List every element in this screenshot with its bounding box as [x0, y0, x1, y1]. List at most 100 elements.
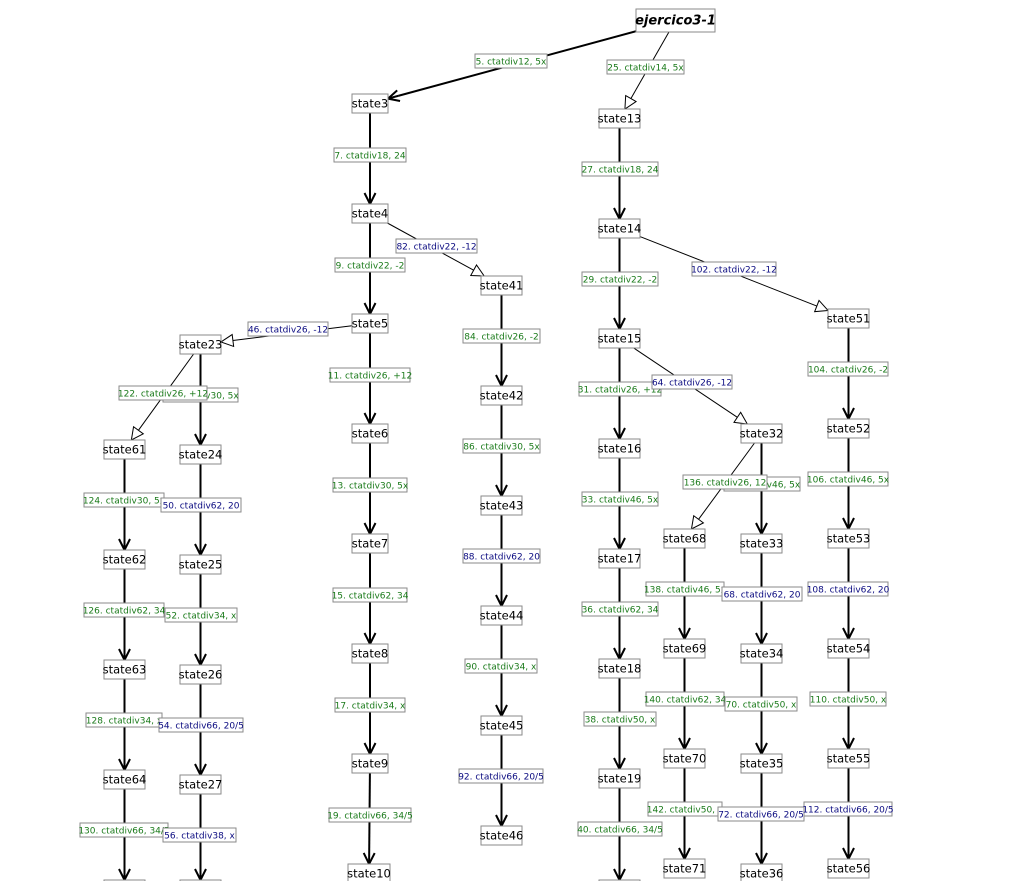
state-node[interactable]: state7	[351, 533, 389, 554]
state-node[interactable]: state69	[663, 638, 707, 659]
edge-label[interactable]: 38. ctatdiv50, x	[583, 711, 657, 727]
state-node[interactable]: state41	[480, 275, 524, 296]
state-node[interactable]: state61	[103, 439, 147, 460]
state-node[interactable]: state35	[740, 753, 784, 774]
state-node[interactable]: state68	[663, 528, 707, 549]
edge-label-box	[462, 438, 541, 454]
state-node[interactable]: state71	[663, 858, 707, 879]
edge-label-text: 46. ctatdiv26, -12	[248, 326, 328, 336]
state-node[interactable]: state19	[598, 768, 642, 789]
edge-label[interactable]: 86. ctatdiv30, 5x	[462, 438, 541, 454]
edge-label[interactable]: 40. ctatdiv66, 34/5	[577, 821, 663, 837]
edge-label[interactable]: 102. ctatdiv22, -12	[691, 261, 777, 277]
state-node[interactable]: state70	[663, 748, 707, 769]
state-node[interactable]: state62	[103, 549, 147, 570]
edge-label[interactable]: 92. ctatdiv66, 20/5	[458, 768, 544, 784]
arrowhead	[690, 514, 705, 530]
edge-label[interactable]: 70. ctatdiv50, x	[724, 696, 798, 712]
edge-label[interactable]: 136. ctatdiv26, 12	[682, 474, 768, 490]
state-node[interactable]: state33	[740, 533, 784, 554]
edge-label[interactable]: 88. ctatdiv62, 20	[462, 548, 541, 564]
state-node[interactable]: state4	[351, 203, 389, 224]
edge-label[interactable]: 56. ctatdiv38, x	[162, 827, 237, 843]
edge-label[interactable]: 54. ctatdiv66, 20/5	[158, 717, 244, 733]
state-node[interactable]: state17	[598, 548, 642, 569]
state-node[interactable]: state46	[480, 825, 524, 846]
state-node[interactable]: state14	[598, 218, 642, 239]
edge-label[interactable]: 138. ctatdiv46, 5x	[644, 581, 727, 597]
edge-label[interactable]: 124. ctatdiv30, 5x	[83, 492, 166, 508]
state-node[interactable]: state18	[598, 658, 642, 679]
edge-label[interactable]: 46. ctatdiv26, -12	[247, 321, 329, 337]
state-node[interactable]: state9	[351, 753, 389, 774]
state-node[interactable]: state16	[598, 438, 642, 459]
root-node[interactable]: ejercico3-1	[635, 8, 716, 33]
edge-label-text: 136. ctatdiv26, 12	[684, 479, 767, 489]
edge-label[interactable]: 25. ctatdiv14, 5x	[606, 59, 685, 75]
edge-label[interactable]: 142. ctatdiv50, x	[647, 801, 724, 817]
edge-label[interactable]: 15. ctatdiv62, 34	[332, 587, 409, 603]
edge-label[interactable]: 13. ctatdiv30, 5x	[332, 477, 409, 493]
edge-label[interactable]: 84. ctatdiv26, -2	[462, 328, 541, 344]
state-node[interactable]: state15	[598, 328, 642, 349]
node-label: state68	[663, 532, 707, 546]
edge-label[interactable]: 68. ctatdiv62, 20	[721, 586, 803, 602]
edge-label[interactable]: 122. ctatdiv26, +12	[118, 385, 208, 401]
state-node[interactable]: state36	[740, 863, 784, 881]
state-node[interactable]: state56	[827, 858, 871, 879]
state-node[interactable]: state25	[179, 554, 223, 575]
state-node[interactable]: state10	[347, 863, 391, 881]
edge-label[interactable]: 90. ctatdiv34, x	[464, 658, 538, 674]
edge-label[interactable]: 64. ctatdiv26, -12	[651, 374, 733, 390]
node-label: state53	[827, 532, 871, 546]
edge-label[interactable]: 31. ctatdiv26, +12	[578, 381, 662, 397]
state-node[interactable]: state54	[827, 638, 871, 659]
state-node[interactable]: state42	[480, 385, 524, 406]
edge-label[interactable]: 112. ctatdiv66, 20/5	[802, 801, 894, 817]
state-node[interactable]: state6	[351, 423, 389, 444]
node-box	[351, 643, 389, 664]
edge-label[interactable]: 17. ctatdiv34, x	[334, 697, 406, 713]
edge-label[interactable]: 110. ctatdiv50, x	[809, 691, 887, 707]
edge-label-box	[581, 271, 659, 287]
edge-label[interactable]: 9. ctatdiv22, -2	[334, 257, 406, 273]
state-node[interactable]: state43	[480, 495, 524, 516]
edge-label[interactable]: 72. ctatdiv66, 20/5	[717, 806, 805, 822]
state-node[interactable]: state53	[827, 528, 871, 549]
edge-label[interactable]: 19. ctatdiv66, 34/5	[327, 807, 413, 823]
state-node[interactable]: state27	[179, 774, 223, 795]
edge-label[interactable]: 128. ctatdiv34, x	[85, 712, 163, 728]
state-node[interactable]: state5	[351, 313, 389, 334]
edge-label[interactable]: 108. ctatdiv62, 20	[807, 581, 890, 597]
state-node[interactable]: state55	[827, 748, 871, 769]
edge-label[interactable]: 11. ctatdiv26, +12	[328, 367, 412, 383]
state-node[interactable]: state45	[480, 715, 524, 736]
edge-label[interactable]: 82. ctatdiv22, -12	[395, 238, 478, 254]
edge-label[interactable]: 140. ctatdiv62, 34	[644, 691, 727, 707]
state-node[interactable]: state64	[103, 769, 147, 790]
state-node[interactable]: state3	[351, 93, 389, 114]
state-node[interactable]: state23	[179, 334, 223, 355]
state-node[interactable]: state52	[827, 418, 871, 439]
state-node[interactable]: state34	[740, 643, 784, 664]
edge-label[interactable]: 29. ctatdiv22, -2	[581, 271, 659, 287]
state-node[interactable]: state24	[179, 444, 223, 465]
edge-label[interactable]: 50. ctatdiv62, 20	[160, 497, 242, 513]
edge-label[interactable]: 126. ctatdiv62, 34	[83, 602, 166, 618]
edge-label[interactable]: 106. ctatdiv46, 5x	[807, 471, 890, 487]
state-node[interactable]: state51	[827, 308, 871, 329]
state-node[interactable]: state8	[351, 643, 389, 664]
edge-label[interactable]: 33. ctatdiv46, 5x	[581, 491, 659, 507]
state-node[interactable]: state26	[179, 664, 223, 685]
edge-label[interactable]: 5. ctatdiv12, 5x	[474, 53, 548, 69]
edge-label[interactable]: 7. ctatdiv18, 24	[333, 147, 407, 163]
edge-label[interactable]: 104. ctatdiv26, -2	[807, 361, 889, 377]
state-node[interactable]: state63	[103, 659, 147, 680]
edge-label[interactable]: 36. ctatdiv62, 34	[581, 601, 659, 617]
edge-label[interactable]: 27. ctatdiv18, 24	[581, 161, 659, 177]
state-node[interactable]: state44	[480, 605, 524, 626]
state-node[interactable]: state13	[598, 108, 642, 129]
edge-label[interactable]: 130. ctatdiv66, 34/5	[78, 822, 170, 838]
edge-label[interactable]: 52. ctatdiv34, x	[164, 607, 238, 623]
state-node[interactable]: state32	[740, 423, 784, 444]
